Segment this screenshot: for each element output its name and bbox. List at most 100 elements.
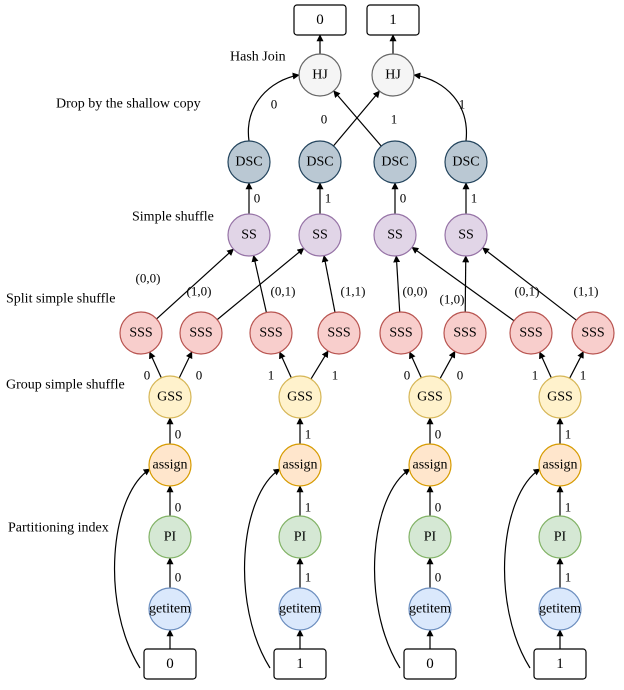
edge-label-sss-ss: (0,0): [403, 284, 428, 299]
sss-to-ss-edge: [251, 254, 267, 313]
output-box-0-label: 0: [316, 12, 324, 28]
input-box-3-label: 1: [556, 656, 564, 672]
edge-label-sss-ss: (1,0): [187, 284, 212, 299]
edge-label-getitem-pi: 1: [305, 570, 312, 585]
edge-label-assign-gss: 1: [565, 427, 572, 442]
output-box-0: 0: [293, 4, 347, 36]
input-box-1-label: 1: [296, 656, 304, 672]
sss-node-0-label: SSS: [129, 326, 152, 341]
getitem-node-1-label: getitem: [279, 602, 321, 617]
edge-label-sss-ss: (1,1): [574, 284, 599, 299]
sss-node-1-label: SSS: [189, 326, 212, 341]
sss-node-5-label: SSS: [453, 326, 476, 341]
dsc-node-0-label: DSC: [235, 155, 262, 170]
getitem-node-1: getitem: [278, 587, 322, 631]
edge-label-dsc-ss: 1: [471, 191, 478, 206]
sss-to-ss-edge: [411, 246, 515, 322]
gss-node-2: GSS: [408, 375, 452, 419]
label-simple-shuffle: Simple shuffle: [132, 210, 214, 225]
assign-node-2: assign: [408, 443, 452, 487]
sss-to-ss-edge: [393, 255, 401, 313]
gss-to-sss-edge: [439, 350, 456, 379]
sss-node-6-label: SSS: [519, 326, 542, 341]
pi-node-3-label: PI: [554, 530, 567, 545]
edge-label-gss-sss: 0: [196, 368, 203, 383]
gss-node-2-label: GSS: [417, 390, 443, 405]
ss-node-1-label: SS: [312, 228, 328, 243]
edge-label-hj: 1: [391, 112, 398, 127]
dsc-node-3: DSC: [444, 140, 488, 184]
dsc-node-1-label: DSC: [306, 155, 333, 170]
sss-to-ss-edge: [462, 255, 470, 313]
dsc-to-hj-edge: [247, 72, 300, 142]
edge-label-gss-sss: 1: [580, 368, 587, 383]
hj-node-0: HJ: [298, 53, 342, 97]
hj-node-1-label: HJ: [385, 68, 401, 83]
dsc-node-3-label: DSC: [452, 155, 479, 170]
gss-to-sss-edge: [409, 351, 422, 379]
edge-label-sss-ss: (1,0): [440, 292, 465, 307]
ss-node-0-label: SS: [241, 228, 257, 243]
sss-node-3-label: SSS: [327, 326, 350, 341]
sss-node-7: SSS: [571, 311, 615, 355]
dsc-node-2-label: DSC: [381, 155, 408, 170]
gss-to-sss-edge: [539, 351, 552, 379]
edge-label-hj: 0: [271, 97, 278, 112]
ss-node-2: SS: [373, 213, 417, 257]
label-split-simple-shuffle: Split simple shuffle: [6, 292, 115, 307]
label-hash-join: Hash Join: [230, 50, 286, 65]
sss-node-2-label: SSS: [259, 326, 282, 341]
edge-label-dsc-ss: 0: [254, 191, 261, 206]
edge-label-getitem-pi: 1: [565, 570, 572, 585]
sss-to-ss-edge: [156, 248, 234, 320]
edge-label-pi-assign: 0: [175, 500, 182, 515]
getitem-node-0-label: getitem: [149, 602, 191, 617]
sss-node-7-label: SSS: [581, 326, 604, 341]
sss-node-1: SSS: [179, 311, 223, 355]
output-box-1: 1: [366, 4, 420, 36]
edge-label-pi-assign: 1: [565, 500, 572, 515]
gss-node-0: GSS: [148, 375, 192, 419]
assign-node-3-label: assign: [543, 458, 578, 473]
input-to-assign-edge: [113, 468, 151, 669]
edge-label-dsc-ss: 1: [325, 191, 332, 206]
edge-label-gss-sss: 1: [332, 368, 339, 383]
edge-label-gss-sss: 0: [404, 368, 411, 383]
input-box-0: 0: [143, 648, 197, 680]
output-box-1-label: 1: [389, 12, 397, 28]
assign-node-1-label: assign: [283, 458, 318, 473]
ss-node-3-label: SS: [458, 228, 474, 243]
dsc-to-hj-edge: [333, 90, 380, 147]
gss-to-sss-edge: [178, 351, 193, 379]
edge-label-sss-ss: (0,1): [515, 284, 540, 299]
sss-node-6: SSS: [509, 311, 553, 355]
assign-node-1: assign: [278, 443, 322, 487]
pi-node-2: PI: [408, 515, 452, 559]
pi-node-1: PI: [278, 515, 322, 559]
input-to-assign-edge: [373, 468, 411, 669]
gss-node-1-label: GSS: [287, 390, 313, 405]
dsc-node-0: DSC: [227, 140, 271, 184]
assign-node-0-label: assign: [153, 458, 188, 473]
edge-label-hj: 1: [459, 97, 466, 112]
sss-node-2: SSS: [249, 311, 293, 355]
gss-node-0-label: GSS: [157, 390, 183, 405]
sss-node-0: SSS: [119, 311, 163, 355]
gss-to-sss-edge: [149, 351, 162, 379]
hj-node-0-label: HJ: [312, 68, 328, 83]
pi-node-1-label: PI: [294, 530, 307, 545]
pi-node-3: PI: [538, 515, 582, 559]
edge-label-getitem-pi: 0: [175, 570, 182, 585]
input-to-assign-edge: [243, 468, 281, 669]
getitem-node-2: getitem: [408, 587, 452, 631]
edge-label-sss-ss: (0,0): [136, 271, 161, 286]
input-box-0-label: 0: [166, 656, 174, 672]
getitem-node-3-label: getitem: [539, 602, 581, 617]
input-to-assign-edge: [503, 468, 541, 669]
label-group-simple-shuffle: Group simple shuffle: [6, 378, 125, 393]
ss-node-2-label: SS: [387, 228, 403, 243]
edge-label-pi-assign: 1: [305, 500, 312, 515]
input-box-2-label: 0: [426, 656, 434, 672]
pi-node-2-label: PI: [424, 530, 437, 545]
